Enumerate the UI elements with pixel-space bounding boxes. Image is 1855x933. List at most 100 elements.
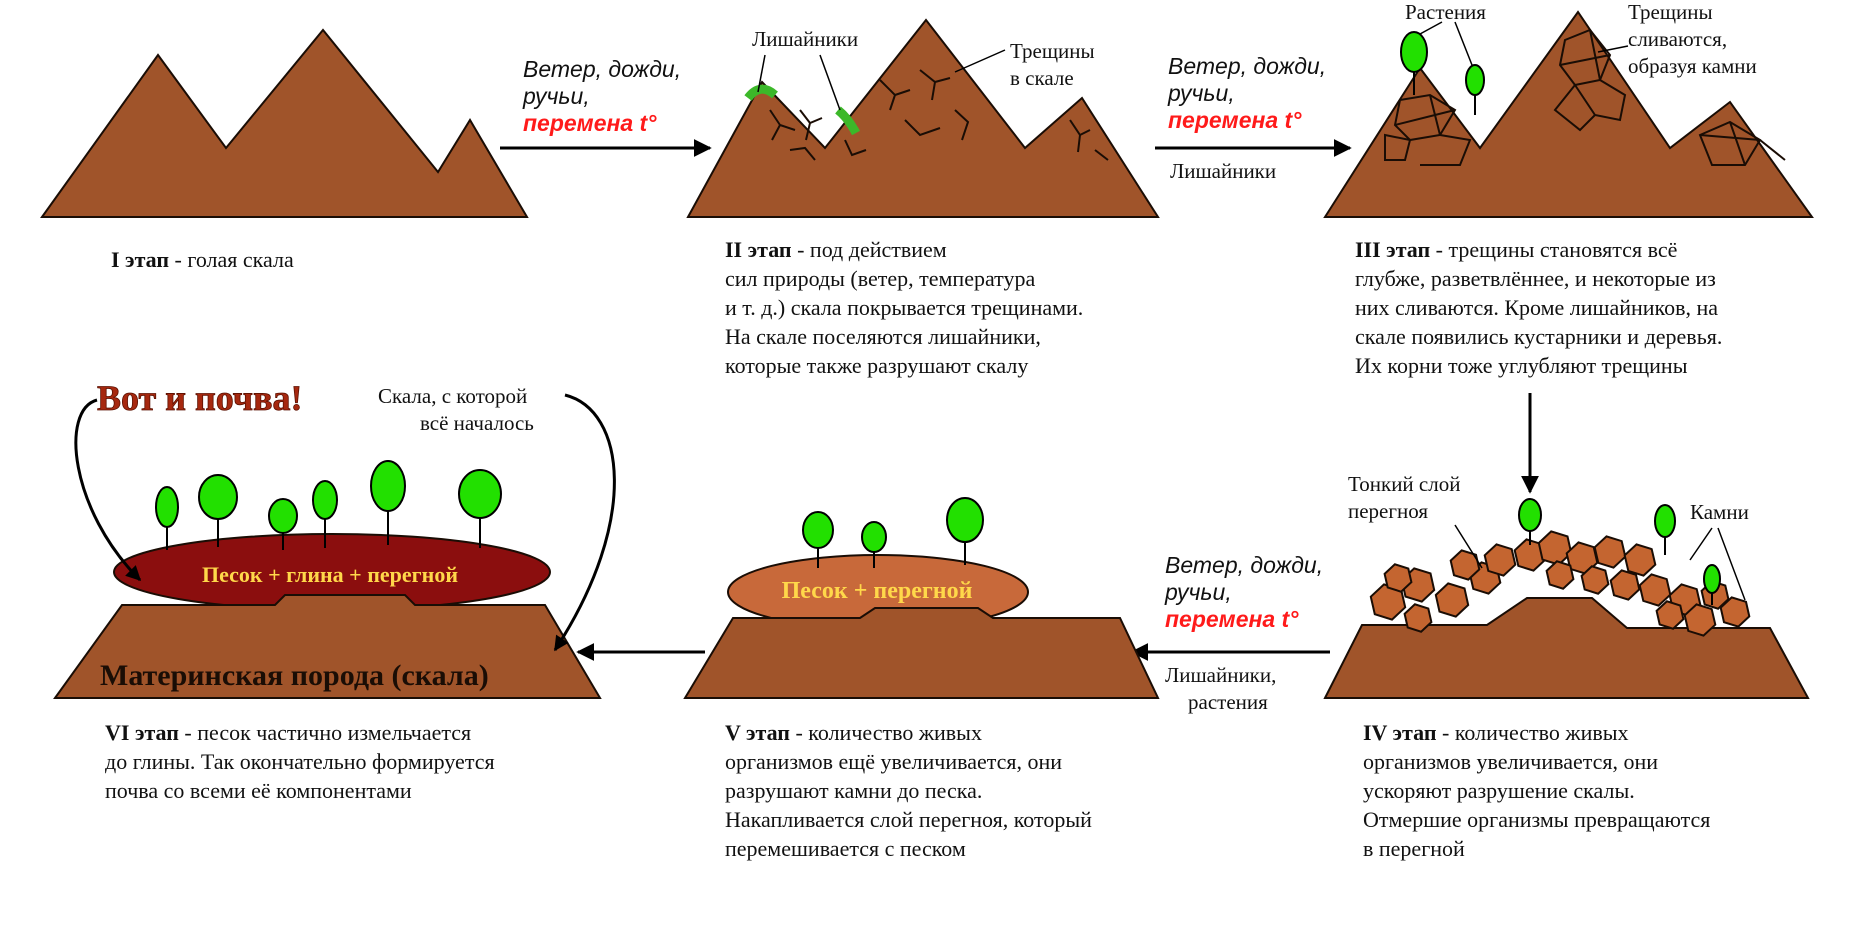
stage-4-caption: IV этап - количество живых организмов ув… xyxy=(1363,720,1710,861)
stage-3-caption: III этап - трещины становятся всё глубже… xyxy=(1355,237,1722,378)
svg-text:ускоряют разрушение скалы.: ускоряют разрушение скалы. xyxy=(1363,778,1635,803)
plant-icon xyxy=(802,511,834,549)
stone-icon xyxy=(1434,582,1470,618)
svg-text:Накапливается слой перегноя,: Накапливается слой перегноя, который xyxy=(725,807,1092,832)
arrow-1-line-1: Ветер, дожди, xyxy=(523,56,681,82)
svg-text:перемешивается с песком: перемешивается с песком xyxy=(725,836,966,861)
stage-2-caption: II этап - под действием сил природы (вет… xyxy=(725,237,1083,378)
svg-text:скале появились кустарники и д: скале появились кустарники и деревья. xyxy=(1355,324,1722,349)
plant-icon xyxy=(155,486,179,528)
stage-1-caption: I этап - голая скала xyxy=(111,247,294,272)
plant-icon xyxy=(1518,498,1542,532)
plant-icon xyxy=(1654,504,1676,538)
svg-text:V этап - количество живых: V этап - количество живых xyxy=(725,720,982,745)
stone-icon xyxy=(1483,543,1517,577)
svg-text:организмов увеличивается, они: организмов увеличивается, они xyxy=(1363,749,1658,774)
arrow-to-soil xyxy=(74,398,142,582)
stone-icon xyxy=(1580,565,1610,595)
stone-icon xyxy=(1537,530,1573,566)
stone-icon xyxy=(1638,573,1672,607)
arrow-3-below-1: Лишайники, xyxy=(1165,663,1276,687)
stage-4-rock xyxy=(1323,498,1810,699)
arrow-1-line-2: ручьи, xyxy=(522,83,590,109)
lichen-left xyxy=(744,84,778,101)
stage-5-caption: V этап - количество живых организмов ещё… xyxy=(725,720,1092,861)
svg-text:III этап - трещины становятся: III этап - трещины становятся всё xyxy=(1355,237,1677,262)
stone-icon xyxy=(1449,549,1481,581)
label-stones: Камни xyxy=(1690,500,1749,524)
label-rock-2: всё началось xyxy=(420,411,534,435)
stage-3-cracks xyxy=(1384,28,1786,166)
svg-text:VI этап - песок частично измел: VI этап - песок частично измельчается xyxy=(105,720,471,745)
svg-text:IV этап - количество живых: IV этап - количество живых xyxy=(1363,720,1629,745)
lichen-pointer-2 xyxy=(819,54,841,111)
plant-icon xyxy=(946,497,984,543)
stage-2-mountain xyxy=(686,18,1160,218)
layer-sand-humus: Песок + перегной xyxy=(782,578,973,604)
stone-icon xyxy=(1609,569,1641,601)
stage-6-caption: VI этап - песок частично измельчается до… xyxy=(105,720,495,803)
stage-1-mountain xyxy=(40,28,529,218)
svg-text:На скале поселяются лишайники,: На скале поселяются лишайники, xyxy=(725,324,1041,349)
plant-icon xyxy=(458,469,502,519)
plant-icon xyxy=(370,460,406,512)
arrow-3-line-2: ручьи, xyxy=(1164,579,1232,605)
arrow-2-line-1: Ветер, дожди, xyxy=(1168,53,1326,79)
stone-icon xyxy=(1403,603,1433,633)
label-lichens: Лишайники xyxy=(752,27,858,51)
label-cracks-1: Трещины xyxy=(1010,39,1095,63)
svg-text:до глины. Так окончательно фор: до глины. Так окончательно формируется xyxy=(105,749,495,774)
label-merge-3: образуя камни xyxy=(1628,54,1757,78)
stage-6-rock xyxy=(53,393,616,699)
title-here-is-soil: Вот и почва! xyxy=(97,378,303,418)
plant-icon xyxy=(1703,564,1721,594)
svg-text:в перегной: в перегной xyxy=(1363,836,1465,861)
cracks-pointer xyxy=(954,49,1006,73)
stone-icon xyxy=(1683,603,1717,637)
label-rock-1: Скала, с которой xyxy=(378,384,527,408)
svg-text:II этап - под действием: II этап - под действием xyxy=(725,237,947,262)
lichen-pointer-1 xyxy=(757,54,766,93)
stone-icon xyxy=(1655,600,1685,630)
arrow-1-temp: перемена t° xyxy=(523,110,657,136)
arrow-3-below-2: растения xyxy=(1188,690,1268,714)
svg-text:Отмершие организмы превращаютс: Отмершие организмы превращаются xyxy=(1363,807,1710,832)
plant-icon xyxy=(1465,64,1485,96)
svg-text:и т. д.) скала покрывается тре: и т. д.) скала покрывается трещинами. xyxy=(725,295,1083,320)
stone-icon xyxy=(1623,543,1657,577)
stage-3-plants xyxy=(1400,31,1485,115)
arrow-3-line-1: Ветер, дожди, xyxy=(1165,552,1323,578)
label-merge-2: сливаются, xyxy=(1628,27,1727,51)
label-humus-2: перегноя xyxy=(1348,499,1428,523)
plant-icon xyxy=(861,521,887,553)
svg-text:Их корни тоже углубляют трещин: Их корни тоже углубляют трещины xyxy=(1355,353,1688,378)
svg-text:которые также разрушают скалу: которые также разрушают скалу xyxy=(725,353,1028,378)
plant-icon xyxy=(198,474,238,520)
label-humus-1: Тонкий слой xyxy=(1348,472,1460,496)
plant-icon xyxy=(1400,31,1428,73)
plant-icon xyxy=(268,498,298,534)
svg-text:глубже, разветвлённее, и некот: глубже, разветвлённее, и некоторые из xyxy=(1355,266,1716,291)
stage-2-cracks xyxy=(769,69,1109,161)
lichen-right xyxy=(835,106,860,136)
stage-6-plants xyxy=(155,460,502,550)
parent-rock-label: Материнская порода (скала) xyxy=(100,659,489,692)
arrow-3-temp: перемена t° xyxy=(1165,606,1299,632)
svg-text:разрушают камни до песка.: разрушают камни до песка. xyxy=(725,778,982,803)
label-plants: Растения xyxy=(1405,0,1486,24)
arrow-to-rock xyxy=(553,393,616,652)
layer-sand-clay-humus: Песок + глина + перегной xyxy=(202,562,458,587)
label-merge-1: Трещины xyxy=(1628,0,1713,24)
stone-icon xyxy=(1383,563,1413,593)
arrow-2-temp: перемена t° xyxy=(1168,107,1302,133)
stone-icon xyxy=(1593,535,1627,569)
stage-5-plants xyxy=(802,497,984,568)
stage-3-mountain xyxy=(1323,10,1814,218)
svg-text:организмов ещё увеличивается,: организмов ещё увеличивается, они xyxy=(725,749,1062,774)
stage-5-rock xyxy=(683,497,1160,699)
stone-icon xyxy=(1545,560,1575,590)
svg-text:почва со всеми её компонентами: почва со всеми её компонентами xyxy=(105,778,412,803)
label-cracks-2: в скале xyxy=(1010,66,1074,90)
svg-text:сил природы (ветер, температур: сил природы (ветер, температура xyxy=(725,266,1035,291)
